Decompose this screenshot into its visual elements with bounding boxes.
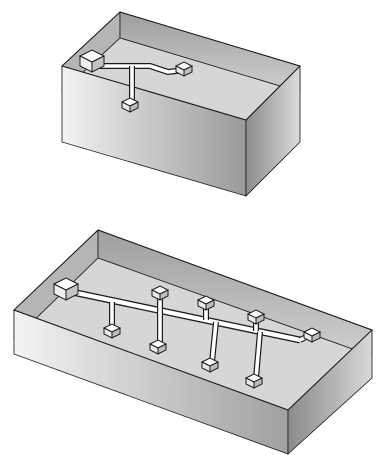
small-room-box <box>61 11 301 197</box>
large-room-piping <box>53 277 321 389</box>
large-room-box <box>13 229 373 455</box>
small-room-piping <box>79 49 193 113</box>
refrigerant-pipe-icon <box>71 288 314 379</box>
